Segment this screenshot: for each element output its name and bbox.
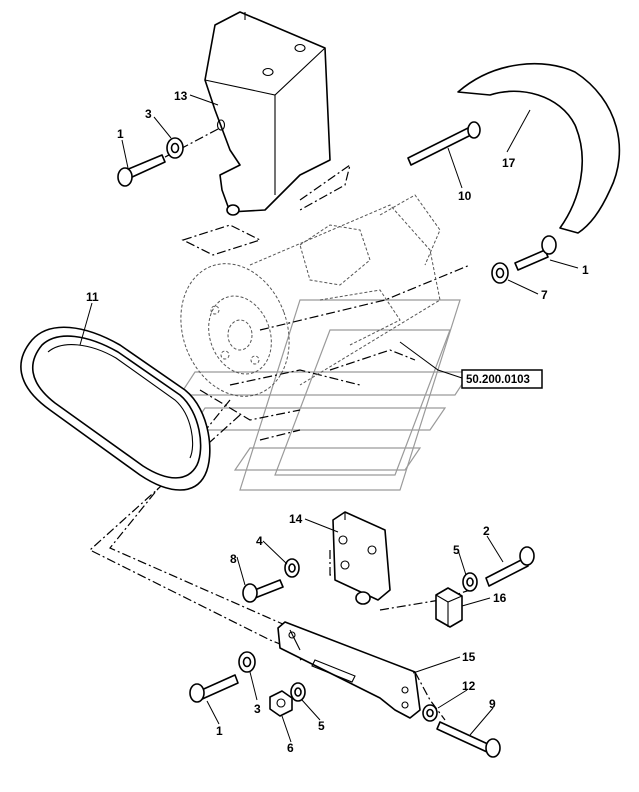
- bolt-1-right: [514, 235, 557, 271]
- bolt-1-upper: [117, 154, 166, 187]
- washers: [166, 137, 509, 722]
- callout-1-upper: 1: [117, 127, 124, 141]
- callout-8: 8: [230, 552, 237, 566]
- callout-labels: 1 3 13 17 10 1 7 11 14 4 8 2 5 16 15 12 …: [86, 89, 589, 755]
- bolt-9: [436, 721, 501, 758]
- bolt-1-lower: [189, 674, 239, 703]
- callout-5-right: 5: [453, 543, 460, 557]
- washer-3-lower: [238, 651, 256, 673]
- mounting-bracket-13: [204, 11, 331, 216]
- callout-3-lower: 3: [254, 702, 261, 716]
- nut-6: [269, 690, 293, 717]
- mounting-plate-14: [332, 511, 391, 605]
- washer-4: [284, 558, 300, 578]
- cross-reference-box[interactable]: 50.200.0103: [461, 369, 543, 389]
- callout-6: 6: [287, 741, 294, 755]
- drive-belt-11: [20, 326, 211, 491]
- callout-13: 13: [174, 89, 188, 103]
- callout-5-lower: 5: [318, 719, 325, 733]
- callout-2: 2: [483, 524, 490, 538]
- cover-shield-17: [457, 63, 621, 234]
- bolt-2: [485, 546, 535, 587]
- callout-11: 11: [86, 290, 99, 304]
- callout-3-upper: 3: [145, 107, 152, 121]
- callout-7: 7: [541, 288, 548, 302]
- callout-17: 17: [502, 156, 516, 170]
- callout-4: 4: [256, 534, 263, 548]
- spacer-block-16: [435, 587, 463, 628]
- callout-14: 14: [289, 512, 303, 526]
- callout-10: 10: [458, 189, 472, 203]
- manufacturer-logo-watermark: [178, 299, 472, 491]
- bolt-10: [407, 121, 481, 166]
- washer-5-right: [462, 572, 478, 592]
- ac-compressor-ghost: [180, 194, 441, 397]
- callout-1-right: 1: [582, 263, 589, 277]
- washer-5-lower: [290, 682, 306, 702]
- callout-15: 15: [462, 650, 476, 664]
- callout-12: 12: [462, 679, 476, 693]
- washer-12: [422, 704, 438, 722]
- cross-reference-label: 50.200.0103: [466, 374, 530, 386]
- callout-16: 16: [493, 591, 507, 605]
- callout-9: 9: [489, 697, 496, 711]
- leader-lines: [79, 94, 579, 743]
- washer-7: [491, 262, 509, 284]
- bolt-8: [242, 579, 284, 603]
- callout-1-lower: 1: [216, 724, 223, 738]
- lower-bracket-15: [277, 621, 421, 719]
- washer-3-upper: [166, 137, 184, 159]
